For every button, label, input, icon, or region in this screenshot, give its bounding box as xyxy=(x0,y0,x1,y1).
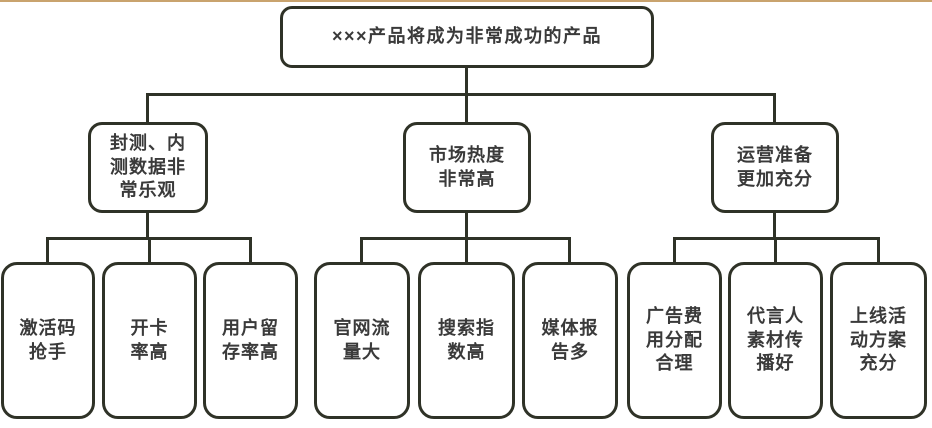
connector-leaf6-stub xyxy=(568,237,571,262)
node-leaf-launch-plan-label: 上线活 动方案 充分 xyxy=(850,306,907,374)
node-leaf-card-open-rate: 开卡 率高 xyxy=(102,262,197,419)
node-branch-beta-data-label: 封测、内 测数据非 常乐观 xyxy=(110,133,186,201)
top-accent-bar xyxy=(0,0,932,2)
node-root-label: ×××产品将成为非常成功的产品 xyxy=(331,26,603,47)
connector-rail-level1 xyxy=(146,93,776,96)
node-leaf-card-open-rate-label: 开卡 率高 xyxy=(130,318,169,362)
node-branch-operations: 运营准备 更加充分 xyxy=(711,122,839,213)
connector-leaf4-stub xyxy=(360,237,363,262)
connector-leaf5-stub xyxy=(465,237,468,262)
connector-branch2-down xyxy=(465,213,468,239)
connector-branch1-stub xyxy=(146,93,149,122)
node-branch-operations-label: 运营准备 更加充分 xyxy=(737,145,813,189)
connector-leaf9-stub xyxy=(877,237,880,262)
node-leaf-site-traffic-label: 官网流 量大 xyxy=(333,318,391,362)
node-leaf-launch-plan: 上线活 动方案 充分 xyxy=(830,262,927,419)
node-leaf-ad-budget-label: 广告费 用分配 合理 xyxy=(646,306,703,374)
node-leaf-retention-rate-label: 用户留 存率高 xyxy=(222,318,279,362)
connector-branch1-down xyxy=(146,213,149,239)
node-leaf-search-index: 搜索指 数高 xyxy=(418,262,515,419)
node-leaf-activation-codes: 激活码 抢手 xyxy=(1,262,95,419)
node-branch-beta-data: 封测、内 测数据非 常乐观 xyxy=(88,122,208,213)
connector-leaf8-stub xyxy=(774,237,777,262)
connector-branch2-stub xyxy=(465,93,468,122)
node-branch-market-heat-label: 市场热度 非常高 xyxy=(429,145,505,189)
node-leaf-spokesperson: 代言人 素材传 播好 xyxy=(728,262,823,419)
node-branch-market-heat: 市场热度 非常高 xyxy=(403,122,531,213)
node-leaf-media-reports-label: 媒体报 告多 xyxy=(541,318,599,362)
node-leaf-search-index-label: 搜索指 数高 xyxy=(438,318,495,362)
connector-leaf2-stub xyxy=(148,237,151,262)
node-leaf-spokesperson-label: 代言人 素材传 播好 xyxy=(747,306,804,374)
connector-branch3-stub xyxy=(773,93,776,122)
node-leaf-activation-codes-label: 激活码 抢手 xyxy=(19,318,77,362)
node-leaf-retention-rate: 用户留 存率高 xyxy=(203,262,298,419)
node-root: ×××产品将成为非常成功的产品 xyxy=(280,6,654,68)
node-leaf-ad-budget: 广告费 用分配 合理 xyxy=(627,262,722,419)
connector-branch3-down xyxy=(773,213,776,239)
connector-leaf7-stub xyxy=(673,237,676,262)
connector-leaf1-stub xyxy=(46,237,49,262)
node-leaf-media-reports: 媒体报 告多 xyxy=(522,262,618,419)
node-leaf-site-traffic: 官网流 量大 xyxy=(314,262,410,419)
connector-root-down xyxy=(465,68,468,95)
connector-leaf3-stub xyxy=(249,237,252,262)
